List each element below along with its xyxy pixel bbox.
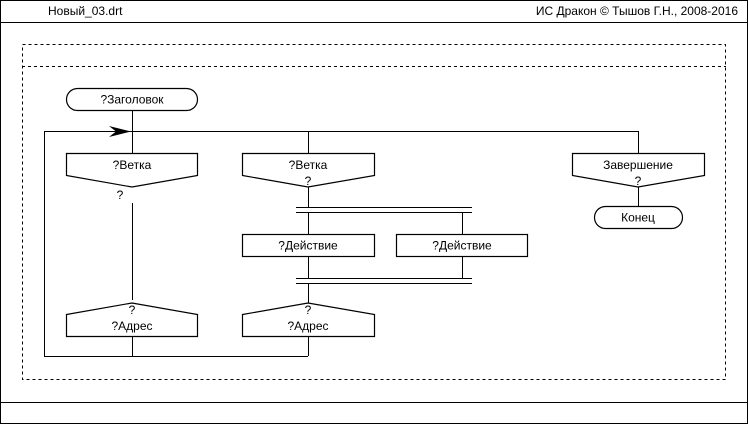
- address-2-condition: ?: [305, 303, 312, 317]
- branch-block-2[interactable]: [241, 152, 376, 188]
- address-block-2[interactable]: [241, 302, 376, 338]
- copyright-label: ИС Дракон © Тышов Г.Н., 2008-2016: [536, 4, 738, 18]
- diagram-border: [22, 44, 726, 380]
- action-2-label: ?Действие: [432, 239, 492, 253]
- branch-1-label: ?Ветка: [113, 158, 152, 172]
- action-block-2[interactable]: [395, 233, 529, 258]
- address-2-label: ?Адрес: [287, 319, 328, 333]
- title-block[interactable]: [65, 87, 199, 112]
- title-label: ?Заголовок: [100, 93, 164, 107]
- branch-end-condition: ?: [635, 174, 642, 188]
- branch-2-label: ?Ветка: [289, 158, 328, 172]
- arrow-icon: [109, 126, 131, 137]
- action-1-label: ?Действие: [278, 239, 338, 253]
- branch-end-block[interactable]: [571, 152, 706, 188]
- address-1-condition: ?: [129, 303, 136, 317]
- end-label: Конец: [621, 211, 655, 225]
- address-1-label: ?Адрес: [111, 319, 152, 333]
- branch-2-condition: ?: [305, 174, 312, 188]
- branch-1-condition: ?: [117, 188, 124, 202]
- branch-block-1[interactable]: [65, 152, 199, 188]
- filename-label: Новый_03.drt: [48, 4, 123, 18]
- end-block[interactable]: [593, 205, 684, 230]
- action-block-1[interactable]: [241, 233, 376, 258]
- parallel-bars: [296, 207, 472, 284]
- branch-end-label: Завершение: [603, 158, 673, 172]
- connector-lines: [44, 110, 639, 357]
- address-block-1[interactable]: [65, 302, 199, 338]
